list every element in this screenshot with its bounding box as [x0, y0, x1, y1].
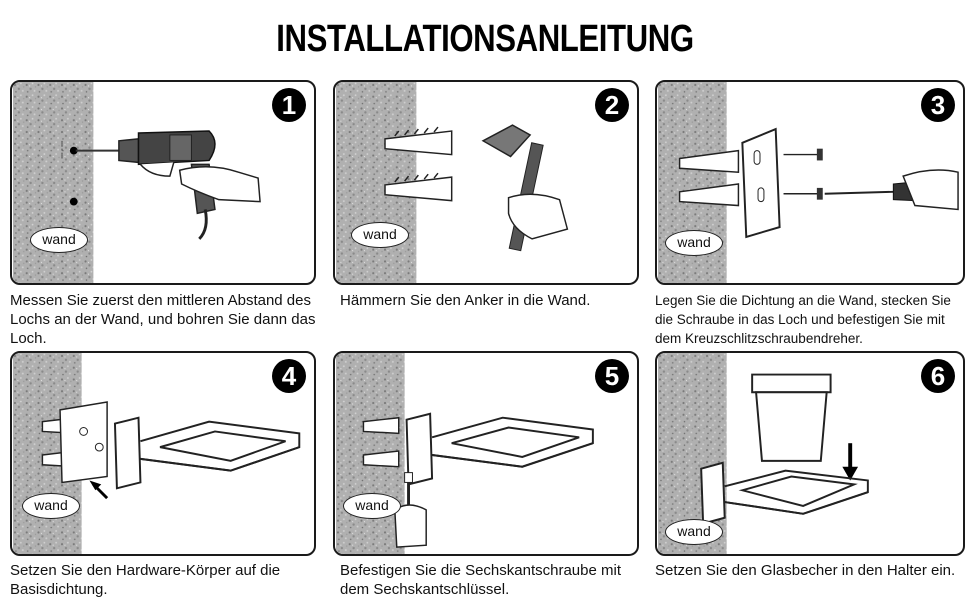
step-2-number-badge: 2 [595, 88, 629, 122]
step-1-caption: Messen Sie zuerst den mittleren Abstand … [10, 292, 316, 347]
step-5-number-badge: 5 [595, 359, 629, 393]
page-title: INSTALLATIONSANLEITUNG [276, 18, 694, 60]
step-2-caption: Hämmern Sie den Anker in die Wand. [340, 292, 591, 309]
wall-label: wand [351, 222, 409, 248]
wall-label: wand [22, 493, 80, 519]
step-6-caption: Setzen Sie den Glasbecher in den Halter … [655, 562, 956, 579]
step-3-number-badge: 3 [921, 88, 955, 122]
hex-key-illustration [335, 353, 594, 554]
step-6-number-badge: 6 [921, 359, 955, 393]
wall-label: wand [343, 493, 401, 519]
step-6-panel: wand 6 [655, 351, 965, 556]
holder-mount-illustration [12, 353, 301, 554]
step-1-number-badge: 1 [272, 88, 306, 122]
step-2-panel: wand 2 [333, 80, 639, 285]
step-4-panel: wand 4 [10, 351, 316, 556]
wall-label: wand [30, 227, 88, 253]
step-3-caption: Legen Sie die Dichtung an die Wand, stec… [655, 293, 951, 346]
step-4-number-badge: 4 [272, 359, 306, 393]
drill-illustration [12, 82, 261, 283]
wall-label: wand [665, 519, 723, 545]
step-4-caption: Setzen Sie den Hardware-Körper auf die B… [10, 562, 281, 598]
hammer-anchor-illustration [335, 82, 569, 283]
wall-label: wand [665, 230, 723, 256]
step-1-panel: wand 1 [10, 80, 316, 285]
step-5-panel: wand 5 [333, 351, 639, 556]
step-5-caption: Befestigen Sie die Sechskantschraube mit… [340, 562, 621, 598]
step-3-panel: wand 3 [655, 80, 965, 285]
